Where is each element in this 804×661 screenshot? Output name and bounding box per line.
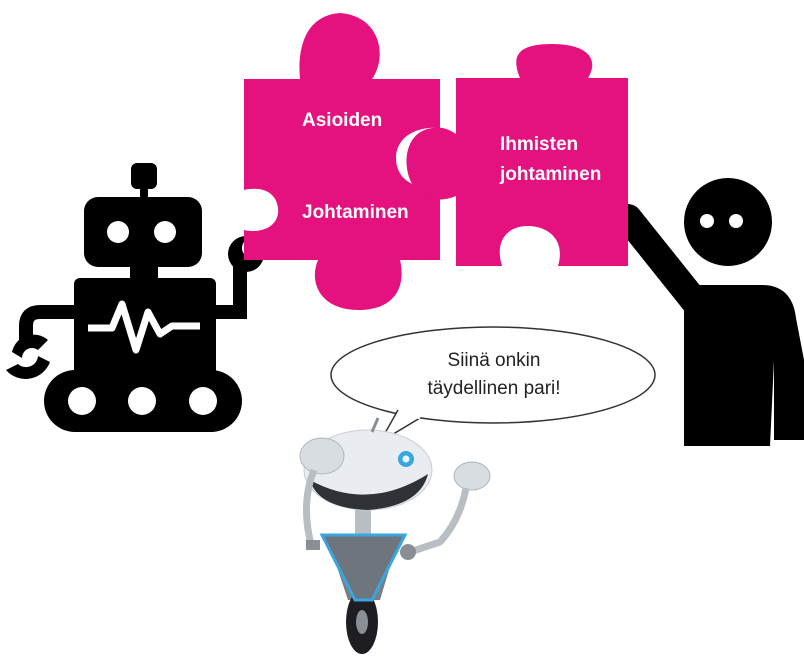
puzzle-right-line1: Ihmisten xyxy=(500,134,578,155)
puzzle-left-line1: Asioiden xyxy=(302,110,382,131)
track-wheel-icon xyxy=(128,387,156,415)
speech-bubble-line2: täydellinen pari! xyxy=(427,378,560,399)
cartoon-robot-icon xyxy=(300,418,490,654)
puzzle-left-line2: Johtaminen xyxy=(302,202,409,223)
robot-eye-left-icon xyxy=(107,221,129,243)
person-silhouette-icon xyxy=(628,178,804,446)
track-wheel-icon xyxy=(68,387,96,415)
puzzle-right-line2: johtaminen xyxy=(499,164,601,185)
robot-eye-right-icon xyxy=(154,221,176,243)
speech-bubble-line1: Siinä onkin xyxy=(448,350,541,371)
person-eye-left-icon xyxy=(700,214,714,228)
robot-left-claw-icon xyxy=(12,335,48,358)
track-wheel-icon xyxy=(189,387,217,415)
person-eye-right-icon xyxy=(729,214,743,228)
